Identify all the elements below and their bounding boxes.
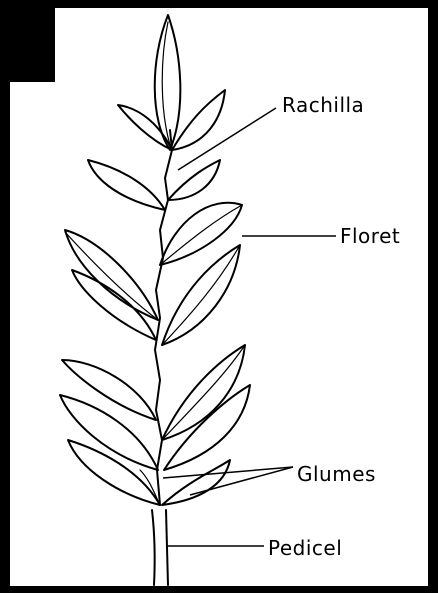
floret-left-1 bbox=[88, 160, 165, 210]
label-pedicel: Pedicel bbox=[268, 536, 342, 560]
label-rachilla: Rachilla bbox=[282, 93, 364, 117]
floret-left-4 bbox=[62, 360, 156, 420]
frame-left-bar bbox=[0, 82, 10, 593]
floret-left-2 bbox=[65, 230, 158, 320]
spikelet-drawing bbox=[60, 15, 250, 585]
label-glumes: Glumes bbox=[297, 462, 376, 486]
label-floret: Floret bbox=[340, 224, 400, 248]
floret-right-5 bbox=[164, 385, 250, 470]
floret-left-3 bbox=[72, 270, 156, 340]
floret-right-4 bbox=[162, 345, 245, 440]
frame-bottom-bar bbox=[0, 586, 438, 593]
frame-top-left bbox=[0, 0, 55, 82]
floret-right-1 bbox=[168, 160, 220, 200]
frame-top-bar bbox=[55, 0, 438, 8]
pedicel-stem bbox=[152, 510, 168, 585]
frame-right-bar bbox=[428, 0, 438, 593]
rachilla-leader bbox=[178, 108, 276, 170]
floret-left-5 bbox=[60, 395, 158, 470]
